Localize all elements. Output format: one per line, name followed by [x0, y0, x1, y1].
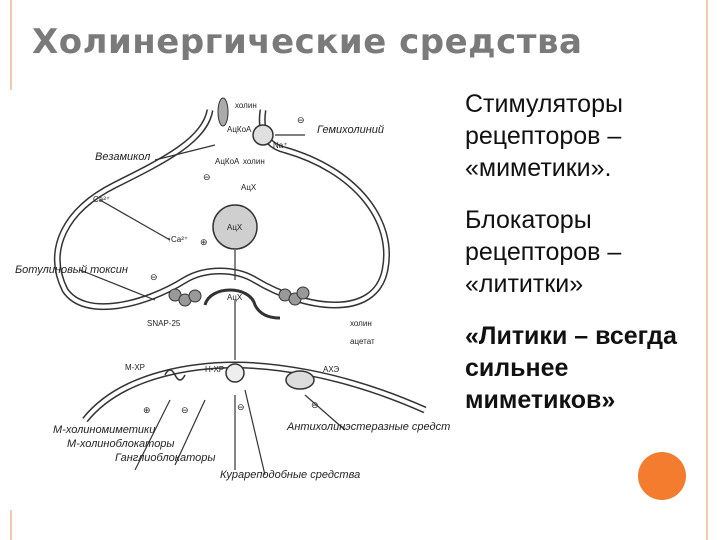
- receptors: [164, 363, 315, 390]
- label-m-mimetics: М-холиномиметики: [53, 424, 155, 436]
- label-hemicholinium: Гемихолиний: [317, 124, 384, 136]
- bullet-lytics-stronger: «Литики – всегда сильнее миметиков»: [465, 322, 677, 414]
- label-ca2: ↑Ca²⁺: [167, 235, 188, 244]
- label-curare: Курареподобные средства: [220, 469, 360, 481]
- label-mxr: М-ХР: [125, 363, 145, 372]
- label-acoa: АцКоА: [227, 125, 252, 134]
- label-acetate: ацетат: [350, 337, 375, 346]
- snare-proteins: [168, 286, 310, 307]
- label-nxr: Н-ХР: [205, 365, 224, 374]
- label-snap: SNAP-25: [147, 319, 181, 328]
- decorative-orange-circle: [638, 452, 686, 500]
- bullet-list: Стимуляторы рецепторов – «миметики». Бло…: [465, 88, 715, 436]
- minus-marker: ⊖: [203, 172, 211, 182]
- label-anticholinesterase: Антихолинэстеразные средства: [286, 421, 450, 433]
- minus-marker: ⊖: [297, 115, 305, 125]
- label-ach2: АцХ: [227, 223, 243, 232]
- choline-transporter: [252, 124, 274, 146]
- minus-marker: ⊖: [311, 400, 319, 410]
- label-na: Na⁺: [273, 141, 287, 150]
- label-ach1: АцХ: [241, 183, 257, 192]
- minus-marker: ⊖: [150, 272, 158, 282]
- slide-title: Холинергические средства: [32, 22, 583, 62]
- label-ca: Ca²⁺: [93, 195, 110, 204]
- postsynaptic-membrane: [82, 361, 427, 423]
- mitochondrion: [217, 97, 229, 127]
- label-holin2: холин: [243, 157, 265, 166]
- label-botulinum: Ботулиновый токсин: [15, 264, 128, 276]
- label-ach3: АцХ: [227, 293, 243, 302]
- bullet-blockers: Блокаторы рецепторов – «лититки»: [465, 206, 622, 298]
- right-border-line: [706, 0, 708, 540]
- label-holin3: холин: [350, 319, 372, 328]
- label-acoa2: АцКоА: [215, 157, 240, 166]
- label-vesamicol: Везамикол: [95, 151, 150, 163]
- plus-marker: ⊕: [200, 237, 208, 247]
- active-zone: [203, 288, 281, 320]
- label-ache: АХЭ: [323, 365, 339, 374]
- arrows: [79, 134, 346, 476]
- cholinergic-synapse-diagram: холин АцКоА Гемихолиний Na⁺ Везамикол Ац…: [5, 90, 450, 510]
- presynaptic-membrane: [53, 109, 390, 311]
- bullet-stimulators: Стимуляторы рецепторов – «миметики».: [465, 90, 623, 182]
- label-m-blockers: М-холиноблокаторы: [67, 438, 175, 450]
- minus-marker: ⊖: [181, 405, 189, 415]
- label-holin-top: холин: [235, 101, 257, 110]
- plus-marker: ⊕: [143, 405, 151, 415]
- ach-vesicle: [212, 204, 258, 250]
- label-ganglio: Ганглиоблокаторы: [115, 452, 215, 464]
- minus-marker: ⊖: [237, 402, 245, 412]
